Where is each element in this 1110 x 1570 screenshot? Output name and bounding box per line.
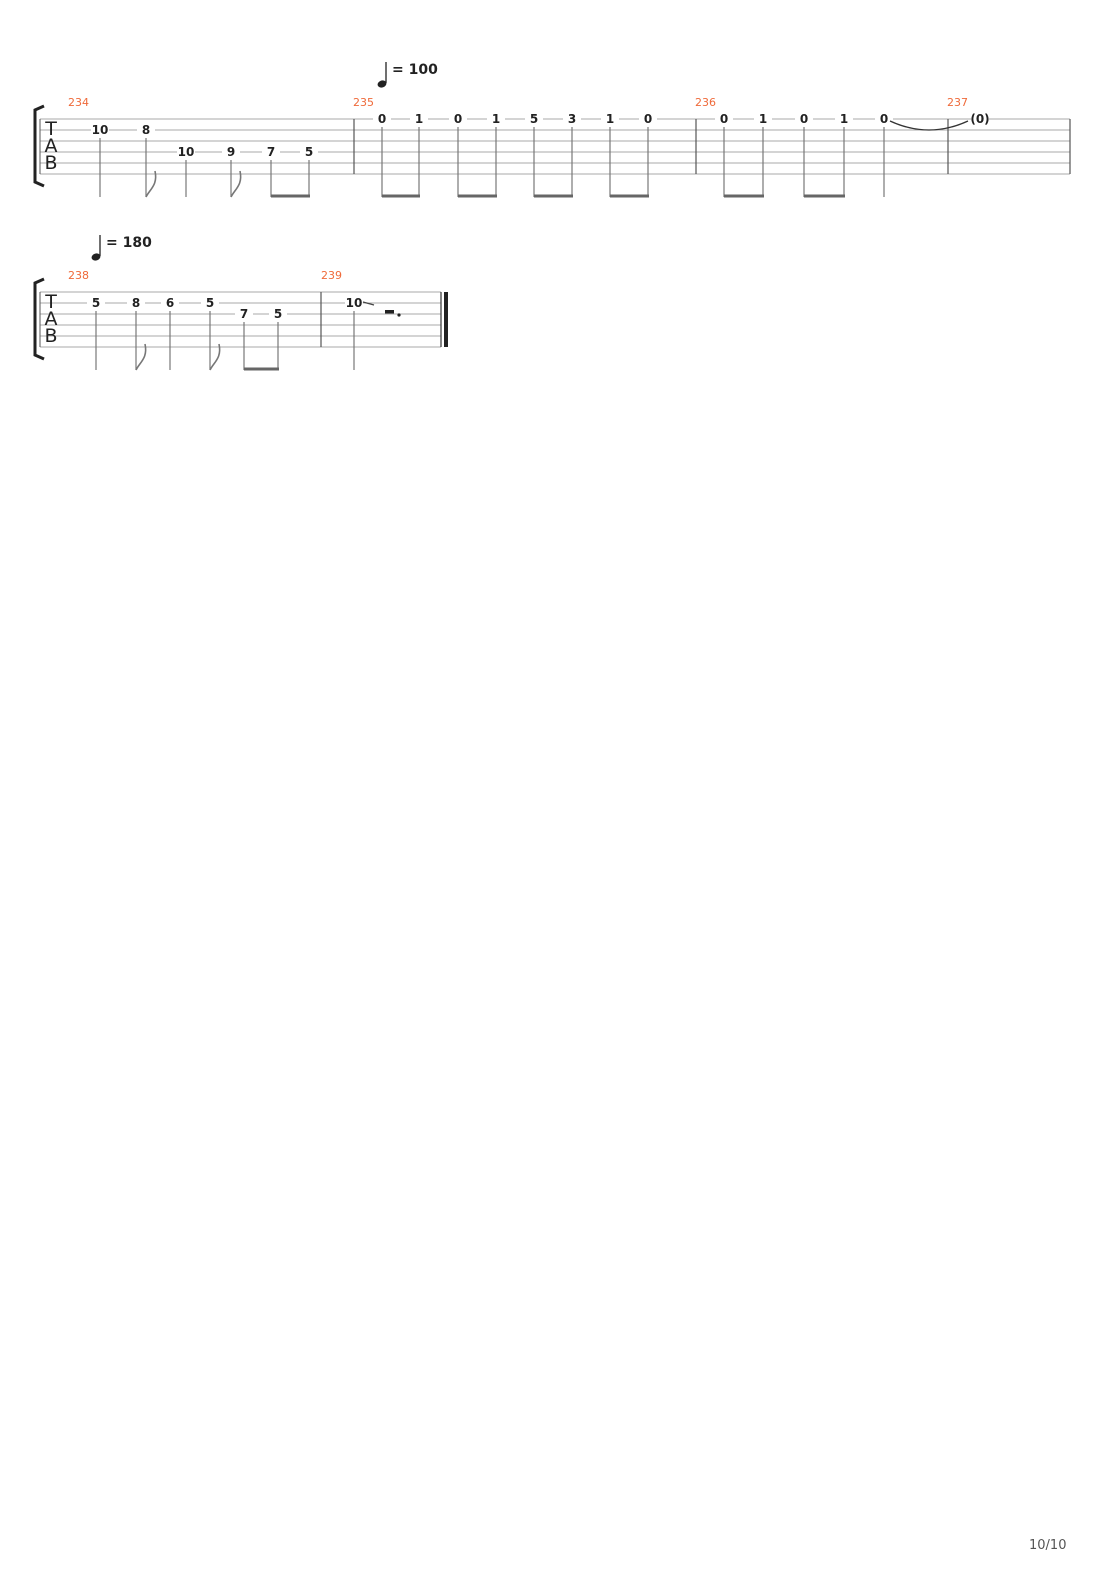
- eighth-flag: [145, 170, 157, 198]
- system-bracket: [33, 104, 45, 188]
- fret-background: [601, 113, 619, 125]
- fret-number: 0: [644, 112, 652, 126]
- fret-background: [410, 113, 428, 125]
- tie-arc: [889, 120, 969, 131]
- fret-background: [487, 113, 505, 125]
- fret-background: [262, 146, 280, 158]
- fret-background: [525, 113, 543, 125]
- fret-background: [715, 113, 733, 125]
- tempo-marking: = 180: [106, 235, 152, 251]
- fret-number: 10: [346, 296, 363, 310]
- fret-number: 1: [759, 112, 767, 126]
- fret-number: 5: [206, 296, 214, 310]
- fret-number: 3: [568, 112, 576, 126]
- fret-number: 1: [606, 112, 614, 126]
- fret-number: 0: [800, 112, 808, 126]
- fret-background: [177, 146, 195, 158]
- measure-number: 234: [68, 96, 89, 109]
- fret-background: [235, 308, 253, 320]
- fret-number: 10: [92, 123, 109, 137]
- fret-background: [300, 146, 318, 158]
- beam: [458, 194, 497, 198]
- tab-clef-letter: B: [44, 325, 57, 347]
- fret-number: (0): [970, 112, 989, 126]
- fret-number: 8: [142, 123, 150, 137]
- fret-background: [137, 124, 155, 136]
- fret-background: [91, 124, 109, 136]
- fret-number: 0: [880, 112, 888, 126]
- fret-background: [563, 113, 581, 125]
- fret-number: 1: [415, 112, 423, 126]
- tab-clef-letter: A: [45, 308, 58, 330]
- beam: [534, 194, 573, 198]
- tempo-note-head: [377, 80, 387, 88]
- system-bracket: [33, 277, 45, 361]
- beam: [271, 194, 310, 198]
- beam: [610, 194, 649, 198]
- fret-background: [639, 113, 657, 125]
- fret-background: [201, 297, 219, 309]
- fret-number: 1: [840, 112, 848, 126]
- fret-number: 5: [530, 112, 538, 126]
- fret-number: 7: [267, 145, 275, 159]
- fret-background: [875, 113, 893, 125]
- fret-number: 8: [132, 296, 140, 310]
- slide-out-line: [362, 301, 375, 306]
- beam: [244, 367, 279, 371]
- fret-background: [373, 113, 391, 125]
- fret-background: [345, 297, 363, 309]
- beam: [804, 194, 845, 198]
- measure-number: 237: [947, 96, 968, 109]
- fret-number: 6: [166, 296, 174, 310]
- measure-number: 236: [695, 96, 716, 109]
- eighth-flag: [230, 170, 242, 198]
- eighth-flag: [209, 343, 221, 371]
- tab-clef-letter: B: [44, 152, 57, 174]
- fret-background: [835, 113, 853, 125]
- beam: [382, 194, 420, 198]
- tab-clef-letter: T: [44, 291, 57, 313]
- tab-clef-letter: A: [45, 135, 58, 157]
- fret-number: 9: [227, 145, 235, 159]
- eighth-flag: [135, 343, 147, 371]
- fret-background: [754, 113, 772, 125]
- fret-number: 7: [240, 307, 248, 321]
- fret-number: 1: [492, 112, 500, 126]
- fret-background: [161, 297, 179, 309]
- beam: [724, 194, 764, 198]
- measure-number: 235: [353, 96, 374, 109]
- fret-background: [971, 113, 989, 125]
- page-number: 10/10: [1029, 1538, 1067, 1553]
- rest-dot: [397, 313, 401, 317]
- fret-background: [449, 113, 467, 125]
- fret-number: 5: [274, 307, 282, 321]
- fret-number: 10: [178, 145, 195, 159]
- fret-number: 5: [92, 296, 100, 310]
- fret-background: [87, 297, 105, 309]
- measure-number: 238: [68, 269, 89, 282]
- half-rest: [385, 310, 394, 314]
- fret-background: [795, 113, 813, 125]
- fret-number: 0: [378, 112, 386, 126]
- fret-background: [127, 297, 145, 309]
- tempo-note-head: [91, 253, 101, 261]
- fret-number: 0: [454, 112, 462, 126]
- fret-number: 0: [720, 112, 728, 126]
- tempo-marking: = 100: [392, 62, 438, 78]
- fret-number: 5: [305, 145, 313, 159]
- fret-background: [222, 146, 240, 158]
- tab-clef-letter: T: [44, 118, 57, 140]
- measure-number: 239: [321, 269, 342, 282]
- fret-background: [269, 308, 287, 320]
